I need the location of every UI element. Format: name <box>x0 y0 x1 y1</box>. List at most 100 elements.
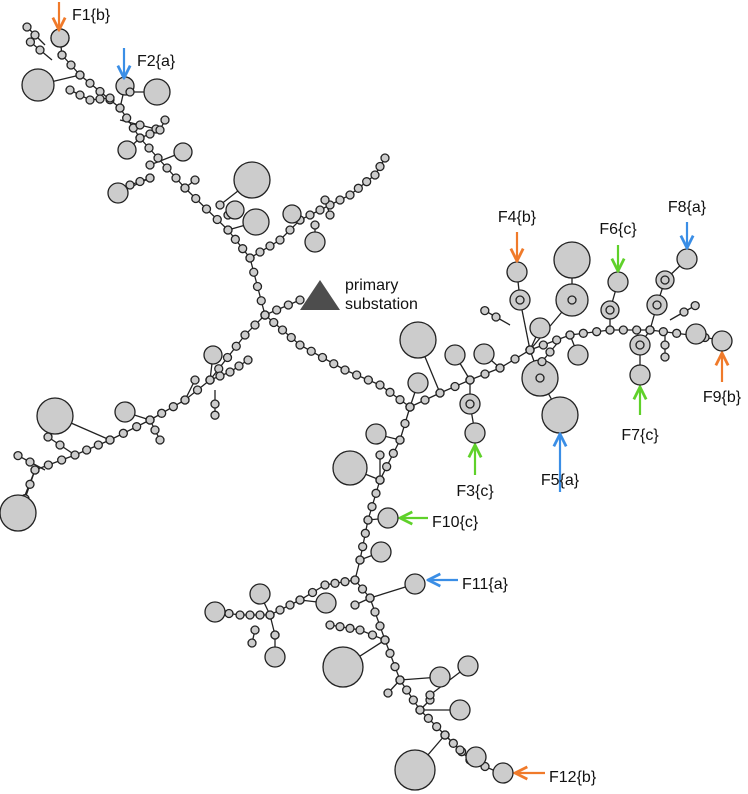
junction-node <box>250 320 260 330</box>
load-node <box>685 323 707 345</box>
substation-label-line1: primary <box>345 277 398 294</box>
junction-node <box>265 610 275 620</box>
junction-node <box>234 361 244 371</box>
junction-node <box>180 395 190 405</box>
junction-node <box>210 410 220 420</box>
junction-node <box>335 195 345 205</box>
junction-node <box>192 385 203 395</box>
junction-node <box>345 623 355 633</box>
feeder-label: F3{c} <box>456 483 494 500</box>
feeder-annotation-f12: F12{b} <box>515 769 597 786</box>
junction-node <box>256 296 266 306</box>
junction-node <box>252 281 263 292</box>
line-segment <box>409 329 721 408</box>
feeder-annotation-f3: F3{c} <box>456 445 494 500</box>
junction-node <box>270 630 280 640</box>
junction-node <box>320 580 330 590</box>
junction-node <box>480 369 490 379</box>
junction-node <box>355 625 365 635</box>
junction-node <box>350 600 360 610</box>
junction-node <box>660 352 670 362</box>
junction-node <box>230 234 240 244</box>
junction-node <box>190 375 200 385</box>
junction-node <box>260 310 270 320</box>
junction-node <box>225 367 235 377</box>
load-node <box>399 321 437 359</box>
primary-substation: primary substation <box>300 277 418 313</box>
junction-node <box>30 30 40 40</box>
junction-node <box>155 125 165 135</box>
junction-node <box>375 380 385 390</box>
feeder-label: F8{a} <box>668 199 707 216</box>
junction-node <box>355 555 365 565</box>
junction-node <box>57 455 67 465</box>
junction-node <box>390 662 400 672</box>
junction-node <box>295 340 305 350</box>
junction-node <box>375 450 385 460</box>
junction-node <box>191 193 201 204</box>
junction-node <box>340 365 350 375</box>
load-node <box>464 422 486 444</box>
load-node <box>473 343 495 365</box>
load-node <box>322 646 364 688</box>
load-node <box>541 396 579 434</box>
junction-node <box>375 161 385 172</box>
junction-node <box>93 440 103 450</box>
junction-node <box>160 115 170 125</box>
junction-node <box>353 183 363 193</box>
load-node <box>249 583 271 605</box>
junction-node <box>118 428 128 438</box>
junction-node <box>660 340 670 350</box>
junction-node <box>605 305 615 315</box>
junction-node <box>480 305 490 316</box>
junction-node <box>295 295 305 305</box>
junction-node <box>405 402 415 412</box>
junction-node <box>231 341 241 351</box>
junction-node <box>157 408 167 418</box>
feeder-annotation-f5: F5{a} <box>541 434 580 492</box>
feeder-label: F1{b} <box>72 7 111 24</box>
junction-node <box>25 457 35 467</box>
feeder-label: F4{b} <box>498 209 537 226</box>
junction-node <box>171 173 181 183</box>
junction-node <box>82 445 92 455</box>
junction-node <box>205 375 215 385</box>
junction-node <box>285 600 295 610</box>
junction-node <box>679 307 689 317</box>
junction-node <box>247 638 257 648</box>
junction-node <box>295 595 305 605</box>
load-node <box>394 749 436 791</box>
load-node <box>492 762 514 784</box>
junction-node <box>329 359 339 369</box>
feeder-annotation-f10: F10{c} <box>400 514 479 531</box>
junction-node <box>30 465 40 475</box>
junction-node <box>145 160 155 170</box>
junction-node <box>95 86 105 97</box>
load-node <box>203 345 223 365</box>
junction-node <box>465 399 475 409</box>
junction-node <box>315 205 325 215</box>
junction-node <box>65 85 75 95</box>
junction-node <box>75 70 85 80</box>
load-node <box>204 601 226 623</box>
junction-node <box>212 214 222 225</box>
load-node <box>711 330 733 352</box>
junction-node <box>545 347 555 357</box>
junction-node <box>465 375 475 385</box>
junction-node <box>363 375 373 385</box>
junction-node <box>35 45 45 55</box>
junction-node <box>425 690 435 700</box>
junction-node <box>250 625 260 635</box>
junction-node <box>25 37 36 47</box>
load-node <box>429 666 451 688</box>
junction-node <box>255 247 265 257</box>
junction-node <box>132 422 142 432</box>
junction-node <box>367 630 378 640</box>
junction-node <box>153 153 163 163</box>
load-node <box>465 746 487 768</box>
load-node <box>449 699 471 721</box>
junction-node <box>85 78 95 88</box>
network-edges <box>17 26 723 774</box>
load-node <box>506 261 528 283</box>
junction-node <box>306 346 316 356</box>
